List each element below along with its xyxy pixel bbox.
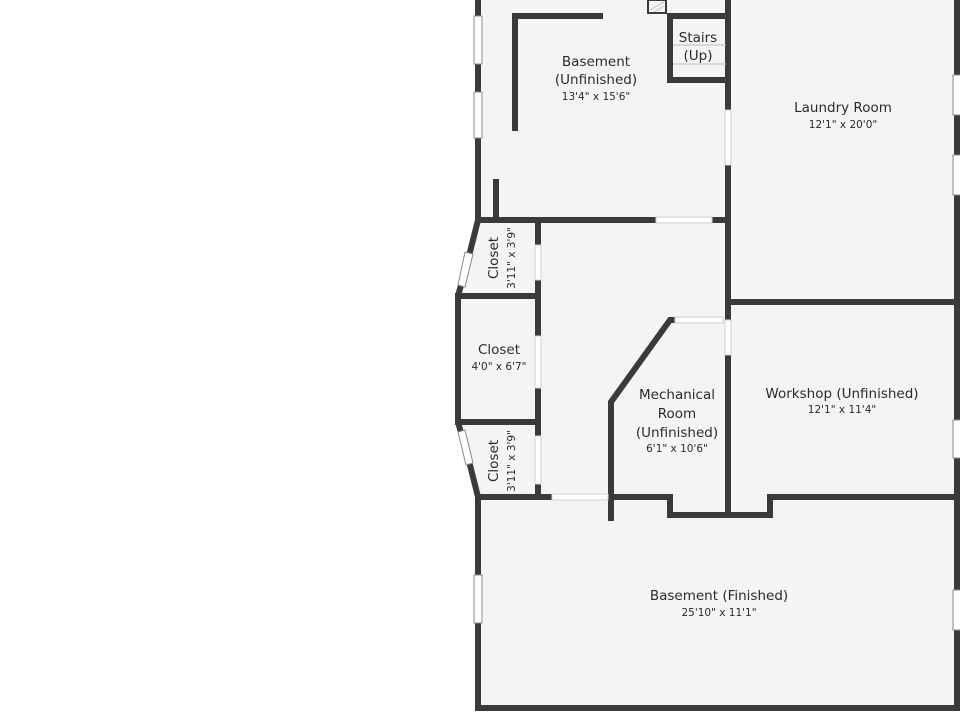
room-name-workshop: Workshop (Unfinished) xyxy=(765,386,918,402)
window xyxy=(952,154,960,196)
doorway xyxy=(724,109,732,166)
window xyxy=(473,574,483,624)
window xyxy=(952,419,960,459)
doorway xyxy=(551,493,609,501)
doorway xyxy=(534,435,542,485)
room-name-basement-unfinished-2: (Unfinished) xyxy=(555,72,637,88)
doorway xyxy=(655,216,713,224)
room-dims-laundry: 12'1" x 20'0" xyxy=(809,119,877,131)
room-name-stairs-2: (Up) xyxy=(684,48,713,64)
floor-workshop xyxy=(728,302,960,497)
floor-basement-finished xyxy=(478,497,960,709)
doorway xyxy=(534,335,542,389)
room-name-basement-unfinished: Basement xyxy=(562,54,630,70)
room-dims-workshop: 12'1" x 11'4" xyxy=(808,404,876,416)
floor-hall xyxy=(538,220,728,498)
room-dims-mechanical: 6'1" x 10'6" xyxy=(646,443,708,455)
window xyxy=(457,251,474,288)
room-name-mechanical: Mechanical xyxy=(639,387,715,403)
window xyxy=(952,74,960,116)
room-dims-basement-unfinished: 13'4" x 15'6" xyxy=(562,91,630,103)
doorways xyxy=(534,109,732,501)
room-dims-closet-bottom: 3'11" x 3'9" xyxy=(506,430,518,492)
room-name-mechanical-2: Room xyxy=(658,406,696,422)
floor-closet-top xyxy=(458,220,538,296)
floor-closet-mid xyxy=(458,296,538,422)
room-name-mechanical-3: (Unfinished) xyxy=(636,425,718,441)
room-dims-closet-mid: 4'0" x 6'7" xyxy=(471,361,526,373)
room-name-basement-finished: Basement (Finished) xyxy=(650,588,788,604)
room-name-closet-top: Closet xyxy=(486,237,502,279)
windows xyxy=(457,15,960,631)
doorway xyxy=(724,319,732,356)
room-name-closet-bottom: Closet xyxy=(486,440,502,482)
floor-fills xyxy=(458,0,960,709)
floor-closet-bottom xyxy=(458,422,538,497)
room-name-closet-mid: Closet xyxy=(478,342,520,358)
window xyxy=(473,91,483,139)
doorway xyxy=(674,316,724,324)
window xyxy=(457,429,474,466)
room-name-stairs: Stairs xyxy=(679,30,717,46)
room-name-laundry: Laundry Room xyxy=(794,100,892,116)
room-labels: Basement (Unfinished) 13'4" x 15'6" Stai… xyxy=(471,30,918,619)
room-dims-basement-finished: 25'10" x 11'1" xyxy=(681,607,756,619)
floor-basement-unfinished xyxy=(478,0,728,220)
room-dims-closet-top: 3'11" x 3'9" xyxy=(506,227,518,289)
floor-laundry xyxy=(728,0,960,302)
doorway xyxy=(534,244,542,281)
window xyxy=(473,15,483,65)
stair-treads xyxy=(649,1,726,65)
window xyxy=(952,589,960,631)
